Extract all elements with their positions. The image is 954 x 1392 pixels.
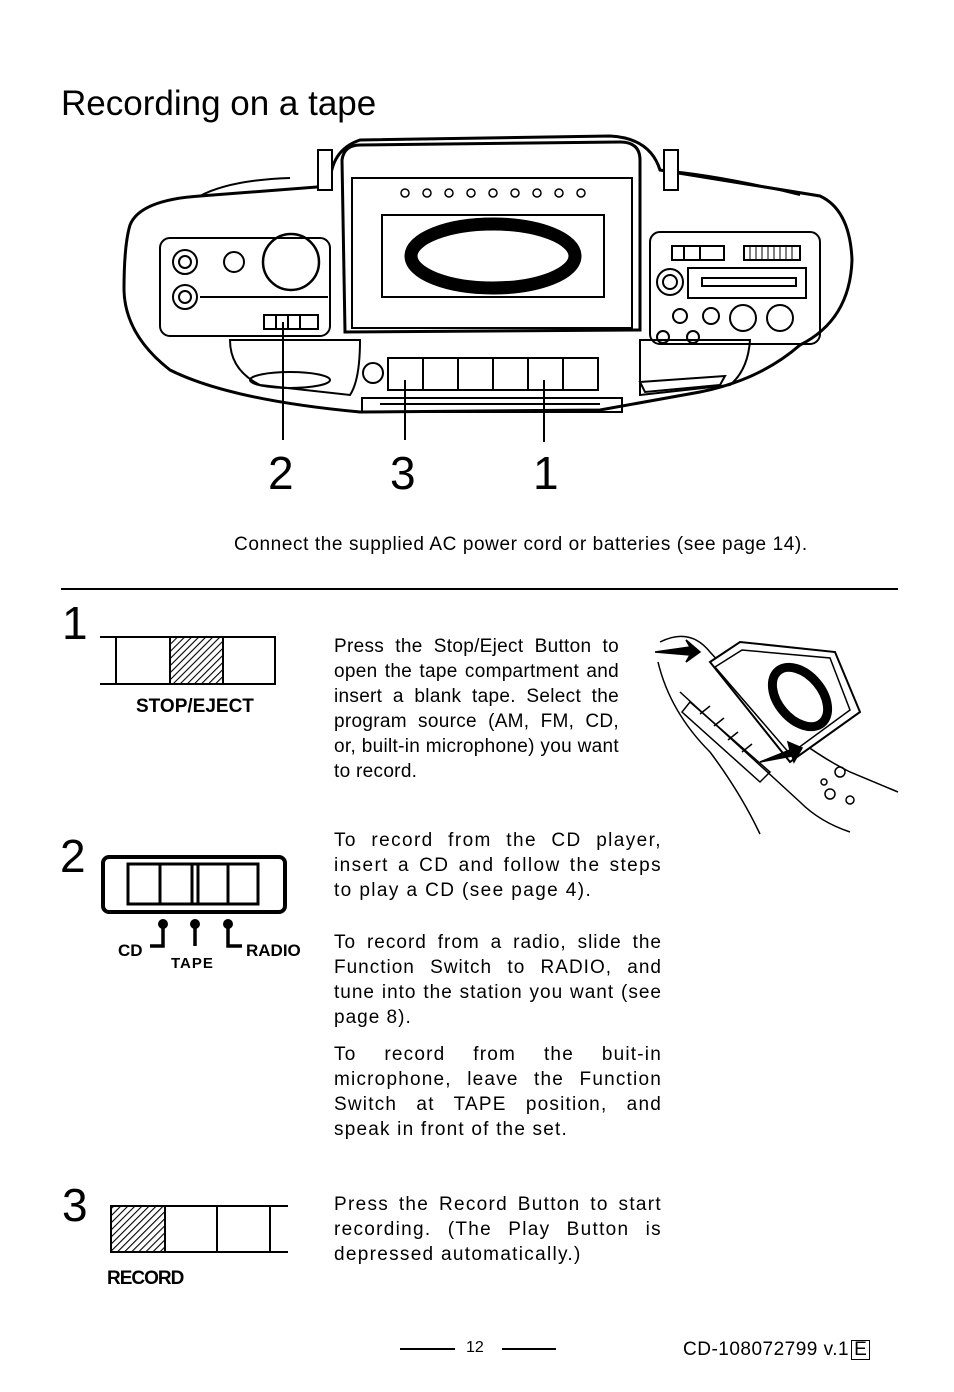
footer-rule-right (502, 1348, 556, 1350)
record-button-icon (110, 1205, 288, 1253)
hatched-button-icon (100, 636, 276, 685)
page-title: Recording on a tape (61, 84, 377, 123)
switch-label-cd: CD (118, 941, 143, 960)
intro-text: Connect the supplied AC power cord or ba… (234, 534, 808, 555)
step-2-number: 2 (60, 830, 86, 882)
section-divider (61, 588, 898, 590)
callout-1: 1 (533, 447, 559, 499)
step-3-number: 3 (62, 1179, 88, 1231)
callout-2: 2 (268, 447, 294, 499)
step-1-number: 1 (62, 597, 88, 649)
step-3-text: Press the Record Button to start recordi… (334, 1194, 662, 1265)
boombox-illustration (122, 134, 854, 442)
function-switch-icon (101, 855, 287, 948)
step-1-text: Press the Stop/Eject Button to open the … (334, 636, 619, 782)
language-badge: E (851, 1340, 871, 1360)
callout-3: 3 (390, 447, 416, 499)
switch-label-tape: TAPE (171, 955, 214, 972)
step-2-text-radio: To record from a radio, slide the Functi… (334, 932, 662, 1028)
model-text: CD-108072799 v.1 (683, 1339, 850, 1360)
step-2-text-mic: To record from the buit-in microphone, l… (334, 1044, 662, 1140)
record-label: RECORD (107, 1268, 184, 1289)
page-number: 12 (466, 1339, 484, 1356)
switch-label-radio: RADIO (246, 941, 301, 960)
footer-rule-left (400, 1348, 455, 1350)
cassette-insert-illustration (654, 635, 899, 835)
step-2-text-cd: To record from the CD player, insert a C… (334, 830, 662, 901)
stop-eject-label: STOP/EJECT (136, 696, 254, 717)
